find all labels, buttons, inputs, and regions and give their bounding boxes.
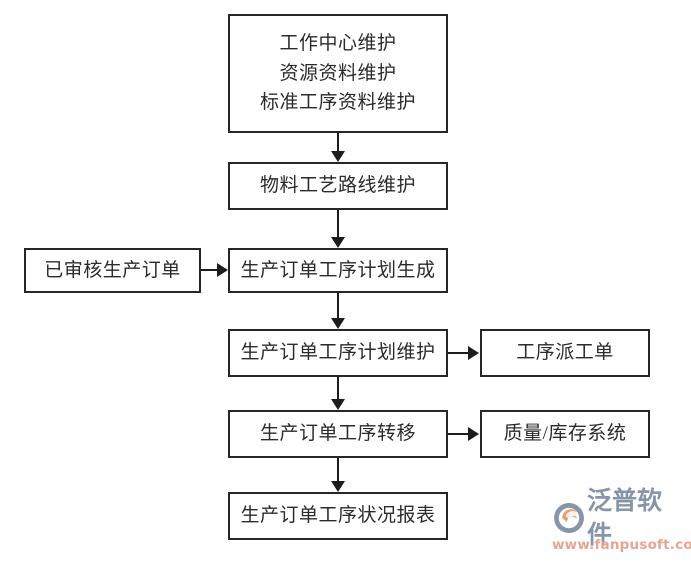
node-order-operation-status-report[interactable]: 生产订单工序状况报表 (228, 492, 448, 540)
connector-plan-generate-to-plan-maintain-line (337, 293, 339, 318)
connector-basic-data-to-routing-line (337, 133, 339, 152)
node-line: 工序派工单 (516, 342, 614, 364)
connector-plan-maintain-to-transfer-arrowhead (331, 399, 345, 410)
connector-plan-generate-to-plan-maintain-arrowhead (331, 318, 345, 329)
watermark-url: www.fanpusoft.com (552, 537, 691, 553)
node-line: 标准工序资料维护 (259, 92, 416, 114)
connector-routing-to-plan-generate-arrowhead (331, 237, 345, 248)
node-line: 生产订单工序计划维护 (240, 342, 436, 364)
connector-transfer-to-status-report-arrowhead (331, 481, 345, 492)
node-line: 质量/库存系统 (503, 423, 627, 445)
connector-basic-data-to-routing-arrowhead (331, 151, 345, 162)
node-operation-dispatch-order[interactable]: 工序派工单 (480, 329, 650, 377)
connector-routing-to-plan-generate-line (337, 210, 339, 237)
watermark-logo-row: 泛普软件 (552, 486, 686, 549)
node-approved-production-order[interactable]: 已审核生产订单 (24, 248, 201, 293)
connector-plan-maintain-to-dispatch-line (448, 352, 469, 354)
node-line: 物料工艺路线维护 (259, 175, 416, 197)
node-order-operation-plan-maintain[interactable]: 生产订单工序计划维护 (228, 329, 448, 377)
node-quality-inventory-system[interactable]: 质量/库存系统 (480, 410, 650, 458)
connector-transfer-to-quality-inventory-line (448, 433, 469, 435)
connector-approved-order-to-plan-generate-arrowhead (217, 263, 228, 277)
watermark-logo: 泛普软件 www.fanpusoft.com (552, 486, 691, 558)
connector-plan-maintain-to-transfer-line (337, 377, 339, 399)
node-basic-data-maintenance[interactable]: 工作中心维护 资源资料维护 标准工序资料维护 (228, 14, 448, 133)
node-line: 已审核生产订单 (44, 259, 181, 281)
node-order-operation-transfer[interactable]: 生产订单工序转移 (228, 410, 448, 458)
node-line: 生产订单工序状况报表 (240, 505, 436, 527)
connector-transfer-to-quality-inventory-arrowhead (468, 427, 479, 441)
connector-transfer-to-status-report-line (337, 458, 339, 481)
node-line: 生产订单工序转移 (259, 423, 416, 445)
node-line: 工作中心维护 (279, 33, 397, 55)
node-line: 资源资料维护 (279, 62, 397, 84)
node-order-operation-plan-generate[interactable]: 生产订单工序计划生成 (228, 248, 448, 293)
fanpu-logo-icon (554, 503, 584, 533)
connector-plan-maintain-to-dispatch-arrowhead (468, 346, 479, 360)
connector-approved-order-to-plan-generate-line (201, 269, 219, 271)
node-line: 生产订单工序计划生成 (240, 259, 436, 281)
watermark-brand: 泛普软件 (587, 486, 663, 549)
node-material-routing-maintenance[interactable]: 物料工艺路线维护 (228, 162, 448, 210)
